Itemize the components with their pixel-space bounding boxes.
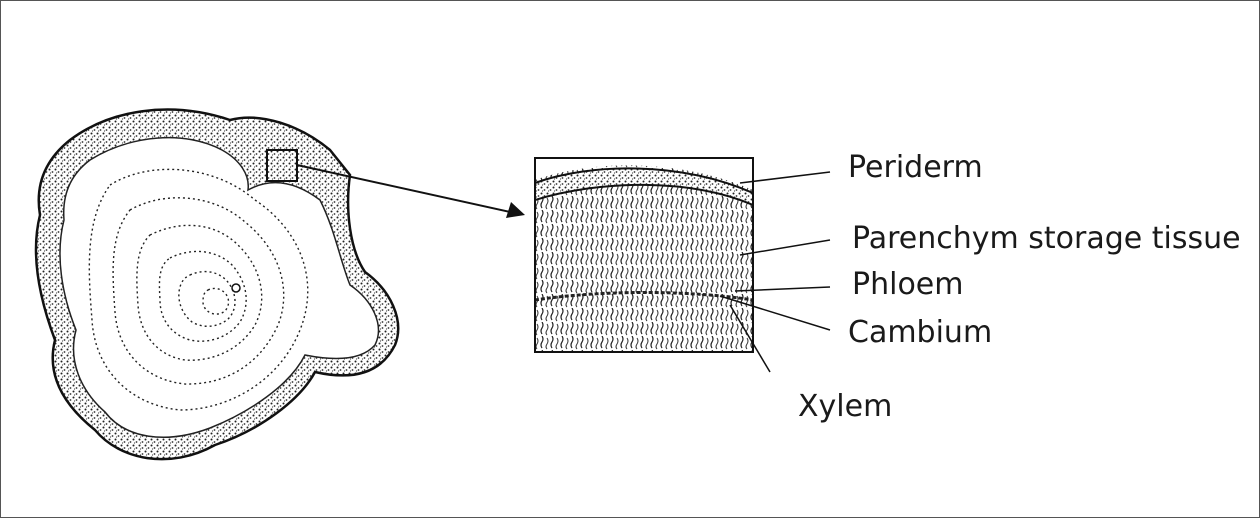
zoom-arrow-head bbox=[506, 202, 525, 218]
magnified-section bbox=[535, 158, 753, 352]
label-phloem: Phloem bbox=[852, 270, 963, 300]
label-xylem: Xylem bbox=[798, 392, 892, 422]
label-periderm: Periderm bbox=[848, 153, 983, 183]
label-cambium: Cambium bbox=[848, 318, 992, 348]
label-parenchyma: Parenchym storage tissue bbox=[852, 224, 1241, 254]
